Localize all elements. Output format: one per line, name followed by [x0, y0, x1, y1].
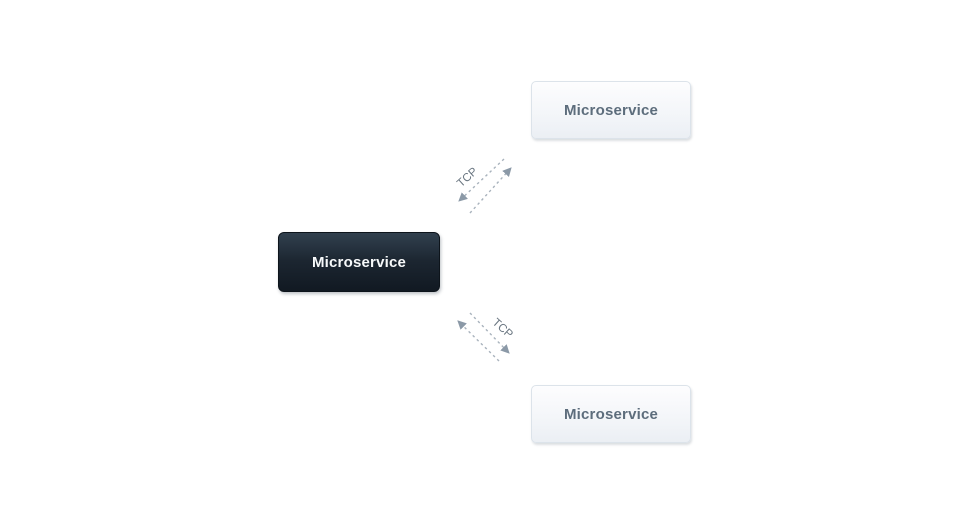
node-label: Microservice [311, 253, 407, 271]
tcp-line-to-bottom-node [469, 312, 510, 354]
connection-tcp-bottom: TCP [457, 312, 515, 362]
node-microservice-left: Microservice [278, 232, 440, 292]
node-label: Microservice [563, 101, 659, 119]
node-microservice-top-right: Microservice [531, 81, 691, 139]
node-label: Microservice [563, 405, 659, 423]
connection-tcp-top: TCP [455, 158, 512, 214]
tcp-label: TCP [455, 165, 480, 190]
tcp-line-to-top-node [469, 167, 512, 214]
tcp-line-to-left-node [457, 320, 500, 362]
tcp-line-to-left-node [458, 158, 505, 202]
tcp-label: TCP [490, 317, 515, 342]
node-microservice-bottom-right: Microservice [531, 385, 691, 443]
